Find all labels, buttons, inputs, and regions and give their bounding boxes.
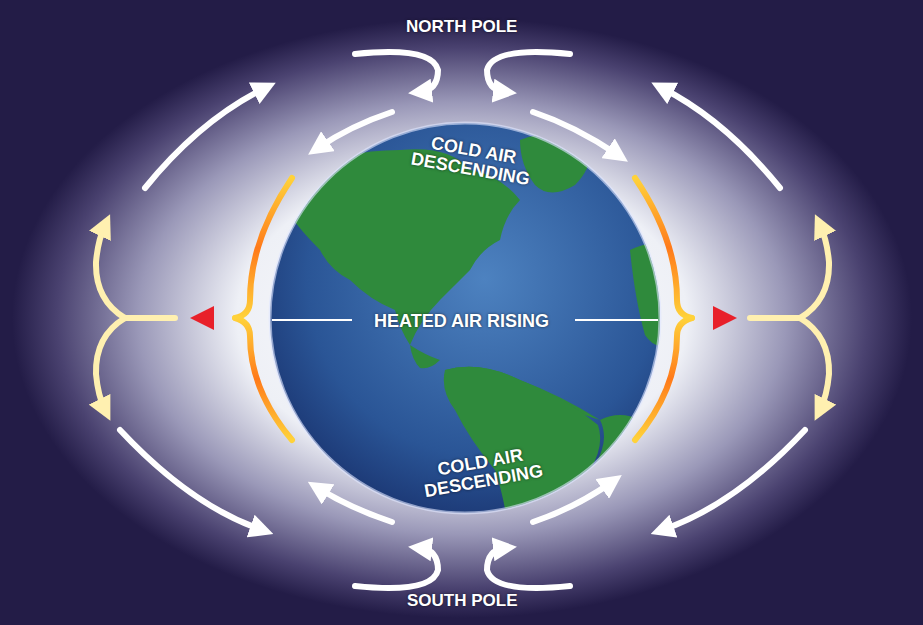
air-flow-label: HEATED AIR RISING [374, 312, 549, 331]
pole-label: NORTH POLE [406, 18, 517, 36]
pole-label: SOUTH POLE [407, 592, 518, 610]
